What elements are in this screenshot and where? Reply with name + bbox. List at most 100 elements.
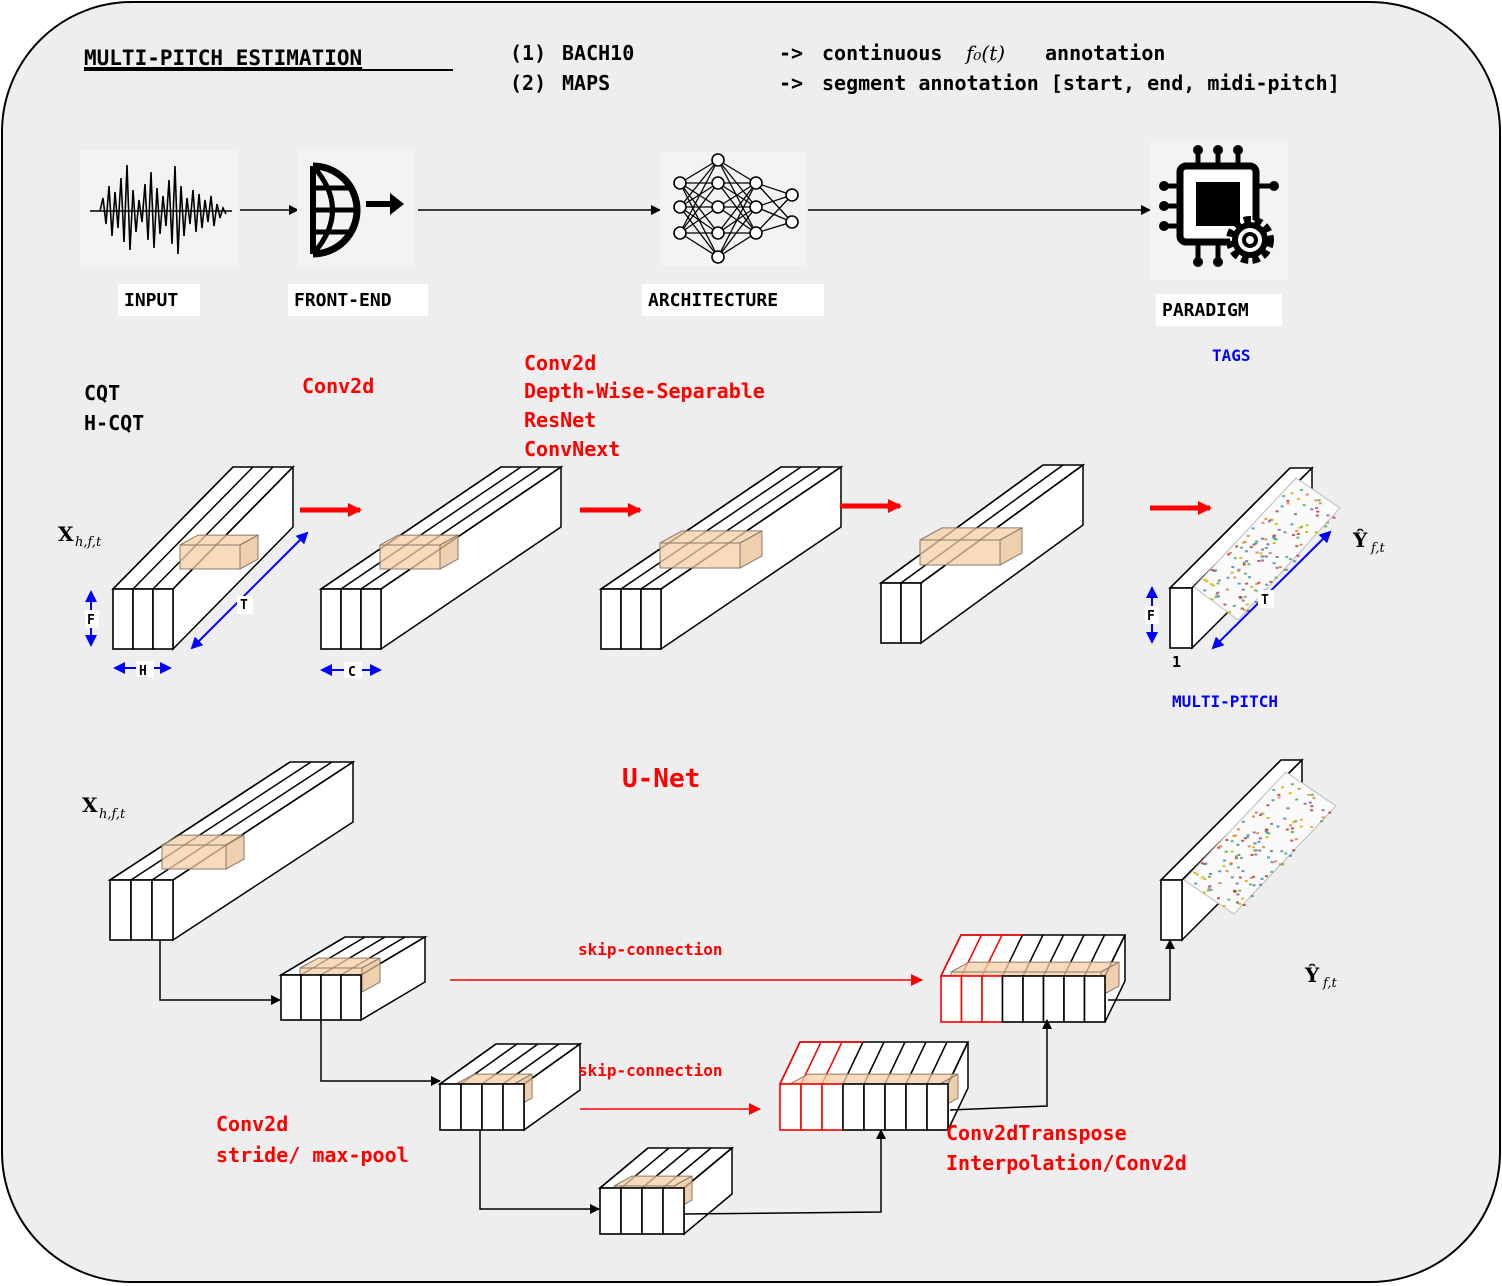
- nn-node: [711, 250, 725, 264]
- stage-label-frontend: FRONT-END: [294, 290, 392, 311]
- block-slice-edge: [130, 761, 312, 881]
- pianoroll-note: [1239, 557, 1243, 560]
- pianoroll-note: [1241, 870, 1245, 873]
- pianoroll-note: [1281, 786, 1285, 789]
- pianoroll-note: [1278, 566, 1282, 569]
- input-tensor-symbol: X h,f,t: [58, 522, 102, 550]
- pianoroll-note: [1285, 568, 1289, 571]
- pianoroll-note: [1255, 540, 1259, 543]
- pianoroll-note: [1251, 815, 1255, 818]
- waveform-icon: [80, 150, 238, 268]
- pianoroll-note: [1236, 828, 1240, 831]
- block-slice: [151, 879, 174, 941]
- pianoroll-note: [1332, 516, 1336, 519]
- pianoroll-note: [1292, 849, 1296, 852]
- pianoroll-note: [1233, 576, 1237, 579]
- pianoroll-note: [1283, 531, 1287, 534]
- dataset-2: (2) MAPS -> segment annotation [start, e…: [510, 71, 1340, 95]
- pianoroll-note: [1264, 517, 1268, 520]
- pianoroll-note: [1274, 538, 1278, 541]
- pianoroll-note: [1238, 876, 1242, 879]
- block-slice: [779, 1083, 802, 1131]
- block-slice: [1083, 975, 1106, 1023]
- block-slice: [640, 588, 662, 650]
- pianoroll-note: [1250, 853, 1254, 856]
- pianoroll-note: [1243, 595, 1247, 598]
- pianoroll-note: [1210, 598, 1214, 601]
- pianoroll-note: [1216, 582, 1220, 585]
- pianoroll-note: [1277, 528, 1281, 531]
- unet-output-sub: f,t: [1322, 976, 1337, 991]
- frontend-option-conv2d: Conv2d: [302, 374, 374, 398]
- nn-edge: [717, 182, 757, 234]
- pianoroll-note: [1243, 837, 1247, 840]
- pianoroll-note: [1259, 552, 1263, 555]
- neural-network-icon: [660, 152, 806, 266]
- pianoroll-note: [1298, 526, 1302, 529]
- dataset-annotation: continuous: [822, 41, 942, 65]
- pianoroll-note: [1234, 834, 1238, 837]
- pianoroll-note: [1264, 538, 1268, 541]
- pianoroll-note: [1302, 504, 1306, 507]
- nn-edge: [755, 182, 793, 223]
- pianoroll-note: [1250, 586, 1254, 589]
- unet-decoder-block-1: [778, 1041, 970, 1131]
- dataset-id: (1): [510, 41, 546, 65]
- block-slice: [481, 1083, 504, 1131]
- pianoroll-note: [1251, 527, 1255, 530]
- block-slice-edge: [600, 466, 782, 590]
- tensor-architecture-block: [598, 465, 844, 651]
- pianoroll-note: [1236, 843, 1240, 846]
- nn-edge: [755, 194, 793, 234]
- pianoroll-note: [1254, 600, 1258, 603]
- dataset-annotation-suffix: annotation: [1045, 41, 1165, 65]
- pianoroll-note: [1321, 809, 1325, 812]
- pianoroll-note: [1260, 559, 1264, 562]
- pianoroll-note: [1266, 804, 1270, 807]
- pianoroll-note: [1224, 850, 1228, 853]
- pianoroll-note: [1274, 523, 1278, 526]
- pianoroll-note: [1292, 821, 1296, 824]
- dim-label-f-output: F: [1147, 609, 1155, 624]
- pianoroll-note: [1290, 783, 1294, 786]
- kernel-side: [439, 534, 459, 570]
- pianoroll-note: [1247, 563, 1251, 566]
- block-slice-edge: [112, 466, 234, 590]
- pianoroll-note: [1217, 846, 1221, 849]
- pianoroll-note: [1245, 582, 1249, 585]
- pianoroll-note: [1230, 571, 1234, 574]
- architecture-option: Conv2d: [524, 351, 596, 375]
- kernel-front: [659, 542, 741, 569]
- pianoroll-note: [1295, 529, 1299, 532]
- block-slice: [842, 1083, 865, 1131]
- block-slice: [884, 1083, 907, 1131]
- nn-edge: [679, 159, 719, 234]
- dataset-id: (2): [510, 71, 546, 95]
- pianoroll-note: [1264, 830, 1268, 833]
- pianoroll-note: [1237, 582, 1241, 585]
- pianoroll-note: [1215, 593, 1219, 596]
- block-slice: [1042, 975, 1065, 1023]
- block-slice: [1001, 975, 1024, 1023]
- pianoroll-note: [1267, 832, 1271, 835]
- output-tensor-symbol: Ŷ f,t: [1352, 528, 1385, 556]
- pianoroll-note: [1237, 568, 1241, 571]
- dataset-annotation-math: f₀(t): [964, 41, 1005, 65]
- pianoroll-note: [1249, 546, 1253, 549]
- pianoroll-note: [1280, 850, 1284, 853]
- pianoroll-note: [1270, 822, 1274, 825]
- tensor-architecture-block-2: [878, 463, 1086, 645]
- pianoroll-note: [1315, 507, 1319, 510]
- block-slice-edge: [109, 761, 291, 881]
- nn-node: [749, 176, 763, 190]
- pianoroll-note: [1260, 877, 1264, 880]
- stage-label-architecture: ARCHITECTURE: [648, 290, 778, 311]
- unet-connectors: [159, 939, 1175, 1215]
- pianoroll-note: [1317, 499, 1321, 502]
- dataset-arrow: ->: [779, 71, 803, 95]
- pianoroll-note: [1305, 524, 1309, 527]
- pianoroll-note: [1245, 603, 1249, 606]
- block-slice: [439, 1083, 462, 1131]
- unet-blocks: [107, 758, 1337, 1236]
- pianoroll-note: [1272, 541, 1276, 544]
